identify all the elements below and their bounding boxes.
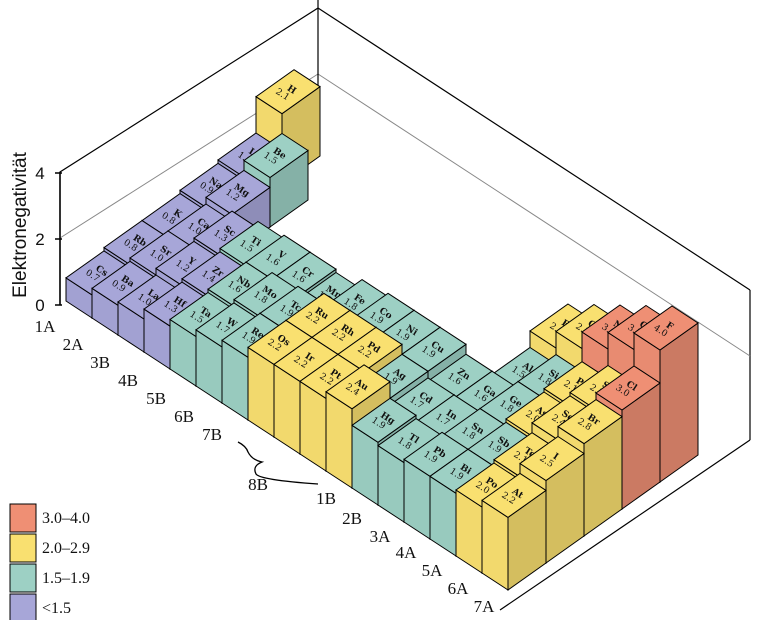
group-label-6A: 6A: [448, 579, 470, 598]
group-label-5A: 5A: [422, 561, 444, 580]
legend-label: 2.0–2.9: [42, 540, 90, 557]
legend-swatch: [9, 533, 37, 563]
bar-top-face: [325, 364, 391, 410]
element-symbol: P: [574, 376, 585, 388]
back-wall-top-edge: [317, 7, 751, 291]
legend-swatch: [9, 593, 37, 620]
legend-swatch: [9, 503, 37, 533]
bar-top-face: [255, 69, 321, 115]
floor-right-edge: [499, 439, 751, 611]
legend: 3.0–4.0 2.0–2.9 1.5–1.9 <1.5: [9, 503, 90, 620]
y-axis-label: Elektronegativität: [10, 151, 31, 297]
element-symbol: I: [551, 452, 560, 463]
bar-top-face: [243, 132, 309, 179]
legend-swatch: [9, 563, 37, 593]
group-label-1B: 1B: [316, 489, 336, 508]
bar-top-face: [351, 397, 417, 443]
group-label-1A: 1A: [35, 317, 57, 336]
y-tick-label: 4: [35, 164, 44, 183]
y-tick-label: 0: [35, 296, 44, 315]
group-label-4A: 4A: [396, 543, 418, 562]
legend-label: 3.0–4.0: [42, 510, 90, 527]
group-label-7A: 7A: [474, 597, 496, 616]
group-label-3A: 3A: [370, 527, 392, 546]
legend-label: 1.5–1.9: [42, 570, 90, 587]
group-label-3B: 3B: [90, 353, 110, 372]
bar-top-face: [595, 365, 661, 411]
group-label-6B: 6B: [174, 407, 194, 426]
group-label-5B: 5B: [146, 389, 166, 408]
group-label-7B: 7B: [202, 425, 222, 444]
element-symbol: F: [664, 321, 675, 333]
gridline-2-right: [317, 73, 751, 357]
bars: H2.1Li1.0Be1.5B2.0C2.5N3.0O3.5F4.0Na0.9M…: [65, 69, 699, 591]
group-label-2A: 2A: [63, 335, 85, 354]
bar-top-face: [519, 435, 585, 482]
bar-side-face: [659, 322, 699, 483]
legend-label: <1.5: [42, 600, 71, 617]
8b-brace: [237, 441, 319, 485]
bar-top-face: [633, 305, 699, 351]
bar-top-face: [557, 398, 623, 445]
bar-At: At2.2: [481, 472, 547, 591]
y-tick-label: 2: [35, 230, 44, 249]
bar-top-face: [481, 472, 547, 519]
group-label-2B: 2B: [342, 509, 362, 528]
group-label-8B: 8B: [248, 475, 268, 494]
group-label-4B: 4B: [118, 371, 138, 390]
